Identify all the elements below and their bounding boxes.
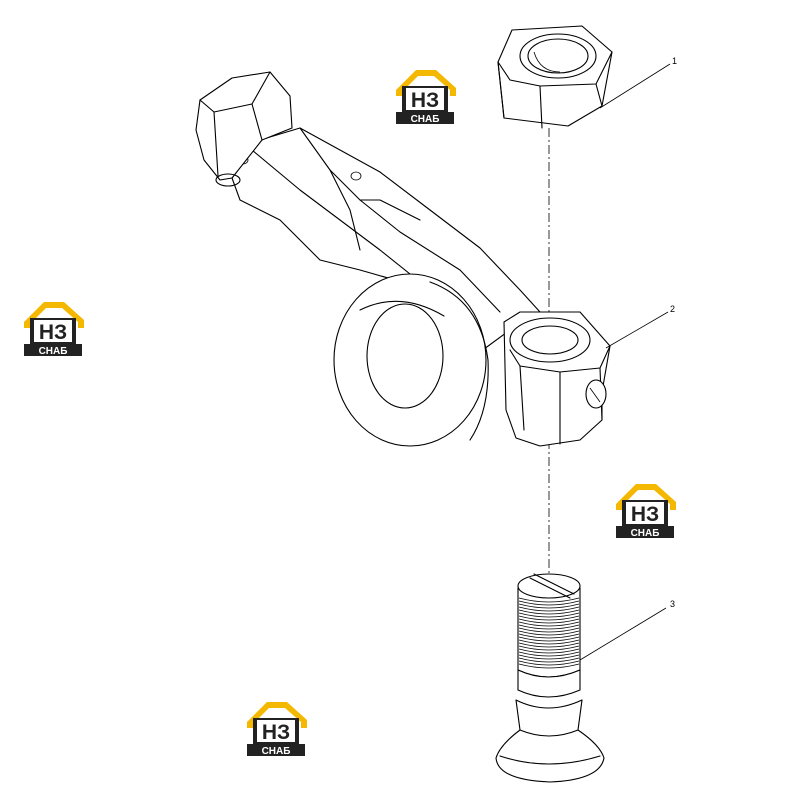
- thread-line: [518, 627, 580, 633]
- logo-word: СНАБ: [631, 528, 660, 538]
- thread-line: [518, 645, 580, 651]
- callout-3: 3: [670, 599, 675, 609]
- watermark-logo: НЗ СНАБ: [22, 298, 84, 357]
- thread-line: [518, 636, 580, 642]
- logo-word: СНАБ: [39, 346, 68, 356]
- hex-nut[interactable]: [497, 25, 613, 129]
- thread-line: [518, 618, 580, 624]
- logo-letters: НЗ: [39, 321, 67, 344]
- screw-threads: [518, 597, 580, 669]
- rocker-arm[interactable]: [195, 71, 611, 447]
- thread-line: [518, 606, 580, 612]
- thread-line: [518, 612, 580, 618]
- callout-2: 2: [670, 304, 675, 314]
- thread-line: [518, 609, 580, 615]
- watermark-logo: НЗ СНАБ: [245, 698, 307, 757]
- watermark-logo: НЗ СНАБ: [614, 480, 676, 539]
- thread-line: [518, 651, 580, 657]
- leader-line-3: [579, 607, 667, 661]
- thread-line: [518, 630, 580, 636]
- thread-line: [518, 615, 580, 621]
- logo-icon: НЗ СНАБ: [616, 484, 676, 539]
- thread-line: [518, 663, 580, 669]
- logo-word: СНАБ: [411, 114, 440, 124]
- logo-letters: НЗ: [262, 721, 290, 744]
- logo-letters: НЗ: [411, 89, 439, 112]
- adjusting-screw[interactable]: [495, 573, 605, 783]
- watermark-logo: НЗ СНАБ: [394, 66, 456, 125]
- logo-icon: НЗ СНАБ: [247, 702, 307, 757]
- thread-line: [518, 600, 580, 606]
- callout-1: 1: [672, 56, 677, 66]
- logo-word: СНАБ: [262, 746, 291, 756]
- leader-line-1: [599, 63, 671, 109]
- logo-icon: НЗ СНАБ: [396, 70, 456, 125]
- thread-line: [518, 660, 580, 666]
- thread-line: [518, 654, 580, 660]
- thread-line: [518, 642, 580, 648]
- thread-line: [518, 603, 580, 609]
- thread-line: [518, 621, 580, 627]
- thread-line: [518, 639, 580, 645]
- thread-line: [518, 597, 580, 603]
- thread-line: [518, 633, 580, 639]
- thread-line: [518, 648, 580, 654]
- logo-icon: НЗ СНАБ: [24, 302, 84, 357]
- logo-letters: НЗ: [631, 503, 659, 526]
- leader-line-2: [605, 311, 669, 349]
- thread-line: [518, 657, 580, 663]
- thread-line: [518, 624, 580, 630]
